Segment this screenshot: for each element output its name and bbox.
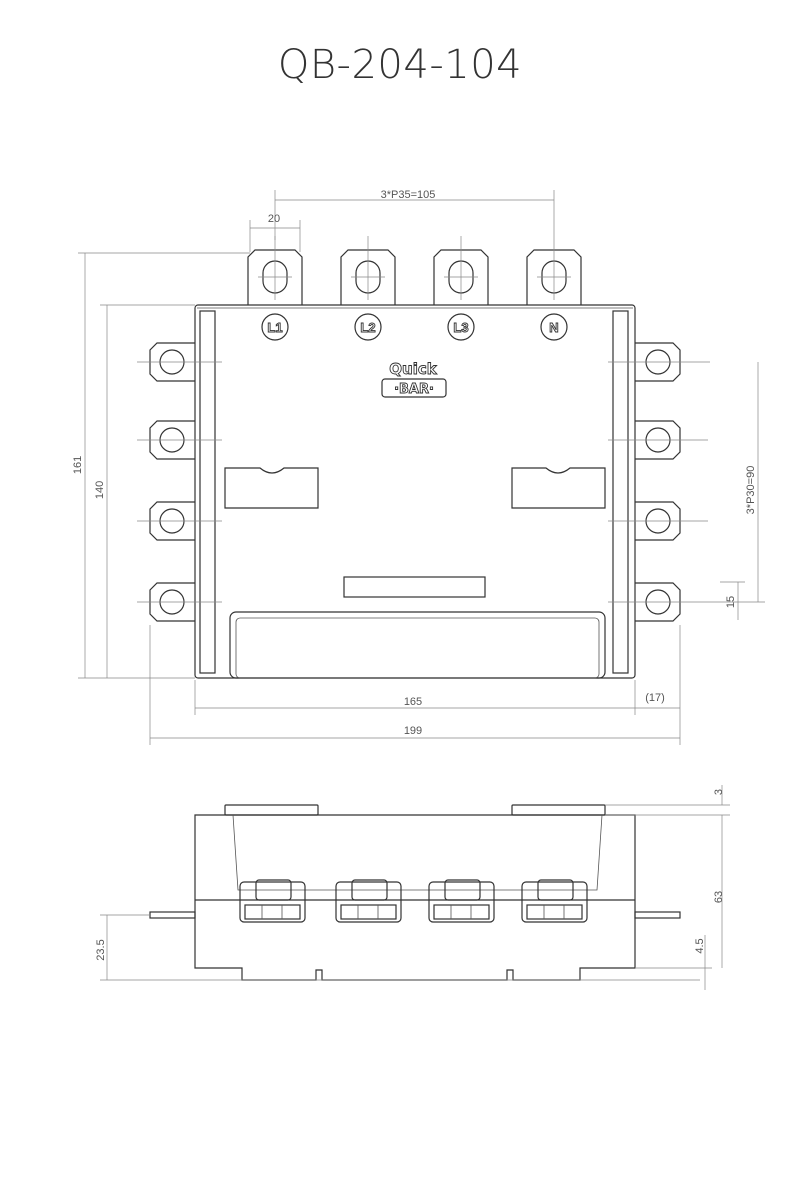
side-dimensions: 3 63 4.5 23.5 [95,785,730,990]
svg-text:3*P35=105: 3*P35=105 [381,189,436,201]
label-l3: L3 [453,320,468,335]
svg-text:165: 165 [404,696,422,708]
svg-text:3: 3 [713,789,725,795]
svg-text:3*P30=90: 3*P30=90 [745,466,757,515]
top-dimensions: 3*P35=105 20 161 140 3*P30=90 15 165 (17… [72,189,759,745]
svg-text:(17): (17) [645,692,665,704]
svg-text:161: 161 [72,456,84,474]
top-view: L1 L2 L3 N Quick ·BAR· 3*P35=105 20 161 … [72,189,765,745]
label-l1: L1 [267,320,282,335]
svg-text:Quick: Quick [389,360,437,378]
connectors [239,879,588,923]
side-view: 3 63 4.5 23.5 [95,785,730,990]
svg-text:199: 199 [404,725,422,737]
svg-text:63: 63 [713,891,725,903]
terminal-tabs [247,190,582,305]
svg-text:15: 15 [725,596,737,608]
svg-text:·BAR·: ·BAR· [394,382,434,397]
svg-text:23.5: 23.5 [95,939,107,960]
label-n: N [549,320,558,335]
quickbar-logo: Quick ·BAR· [381,360,447,398]
mounting-tabs [137,342,765,622]
svg-text:20: 20 [268,213,280,225]
svg-text:4.5: 4.5 [694,938,706,953]
drawing-title: QB-204-104 [277,42,523,88]
phase-labels: L1 L2 L3 N [261,313,568,341]
svg-text:140: 140 [94,481,106,499]
label-l2: L2 [360,320,375,335]
